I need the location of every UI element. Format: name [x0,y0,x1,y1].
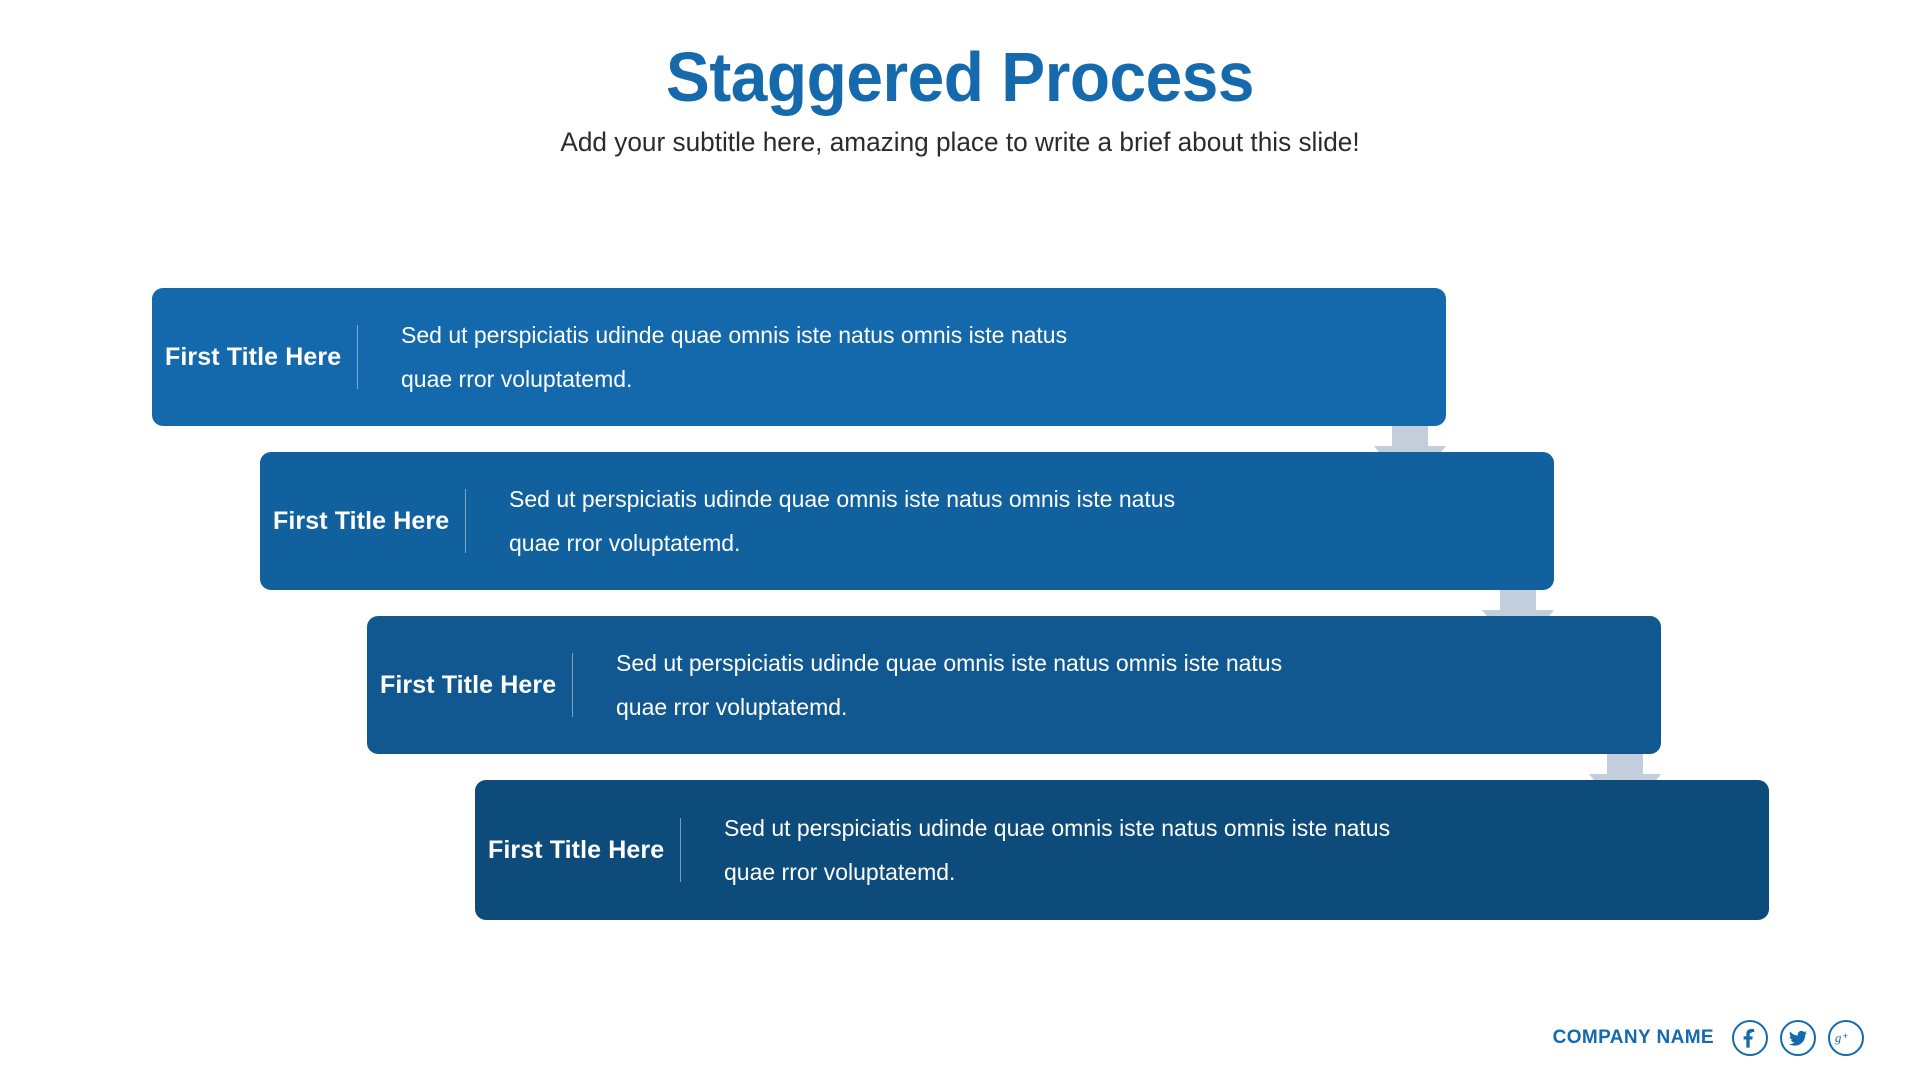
step-title-cell: First Title Here [152,343,357,372]
step-title: First Title Here [488,835,665,864]
step-divider [680,818,681,882]
process-step-2[interactable]: First Title Here Sed ut perspiciatis udi… [260,452,1554,590]
step-body-cell: Sed ut perspiciatis udinde quae omnis is… [573,641,1282,729]
slide-header: Staggered Process Add your subtitle here… [0,38,1920,158]
step-description: Sed ut perspiciatis udinde quae omnis is… [724,815,1391,885]
step-title-cell: First Title Here [260,507,465,536]
step-title: First Title Here [273,506,450,535]
process-step-3[interactable]: First Title Here Sed ut perspiciatis udi… [367,616,1661,754]
step-body-cell: Sed ut perspiciatis udinde quae omnis is… [681,806,1390,894]
step-description: Sed ut perspiciatis udinde quae omnis is… [401,322,1068,392]
svg-text:+: + [1843,1031,1848,1041]
process-step-1[interactable]: First Title Here Sed ut perspiciatis udi… [152,288,1446,426]
process-step-4[interactable]: First Title Here Sed ut perspiciatis udi… [475,780,1769,920]
facebook-icon[interactable] [1732,1020,1768,1056]
page-subtitle: Add your subtitle here, amazing place to… [560,127,1360,157]
step-body-cell: Sed ut perspiciatis udinde quae omnis is… [358,313,1067,401]
step-description: Sed ut perspiciatis udinde quae omnis is… [616,650,1283,720]
company-name-label: COMPANY NAME [1552,1027,1714,1048]
step-divider [357,325,358,389]
step-divider [572,653,573,717]
slide-footer: COMPANY NAME g + [1553,1020,1864,1056]
google-plus-icon[interactable]: g + [1828,1020,1864,1056]
step-title-cell: First Title Here [475,836,680,865]
svg-text:g: g [1835,1031,1841,1045]
twitter-icon[interactable] [1780,1020,1816,1056]
step-title: First Title Here [380,670,557,699]
step-body-cell: Sed ut perspiciatis udinde quae omnis is… [466,477,1175,565]
step-title: First Title Here [165,342,342,371]
step-title-cell: First Title Here [367,671,572,700]
step-description: Sed ut perspiciatis udinde quae omnis is… [509,486,1176,556]
step-divider [465,489,466,553]
page-title: Staggered Process [665,38,1255,116]
